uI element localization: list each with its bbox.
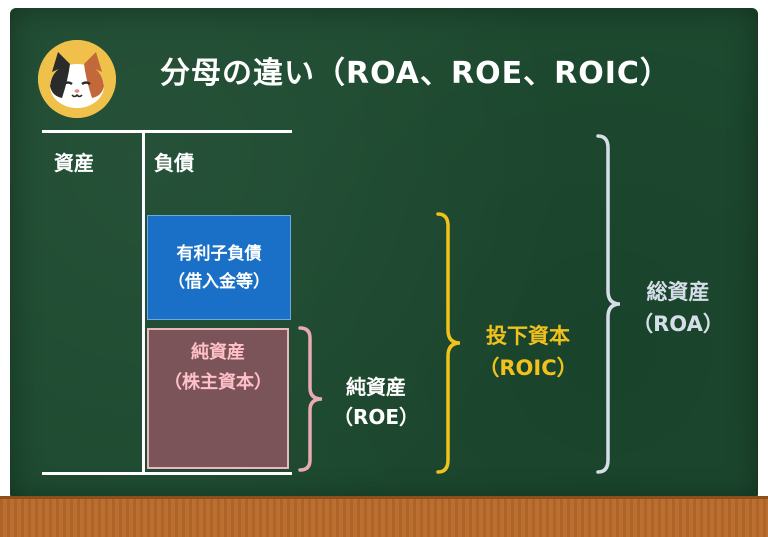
roic-bracket <box>436 212 461 474</box>
debt-box-line1: 有利子負債 <box>176 243 262 264</box>
page-title: 分母の違い（ROA、ROE、ROIC） <box>160 56 671 91</box>
debt-box-line2: （借入金等） <box>168 271 270 292</box>
roa-label-line2: （ROA） <box>632 312 724 336</box>
t-account-top-line <box>42 130 292 133</box>
roe-bracket <box>298 326 323 472</box>
t-account-bottom-line <box>42 472 292 475</box>
roe-label: 純資産 （ROE） <box>316 372 436 432</box>
liabilities-header: 負債 <box>154 151 194 175</box>
equity-box-line1: 純資産 <box>191 342 245 363</box>
roic-label-line2: （ROIC） <box>478 356 578 380</box>
roe-label-line1: 純資産 <box>346 375 406 399</box>
roic-label-line1: 投下資本 <box>486 324 570 348</box>
roe-label-line2: （ROE） <box>332 405 420 429</box>
chalkboard <box>10 8 758 500</box>
roa-bracket <box>596 134 621 474</box>
chalkboard-ledge <box>0 496 768 537</box>
interest-bearing-debt-box: 有利子負債 （借入金等） <box>147 215 291 320</box>
roa-label: 総資産 （ROA） <box>618 276 738 340</box>
equity-box: 純資産 （株主資本） <box>147 328 289 469</box>
equity-box-line2: （株主資本） <box>164 372 272 393</box>
roic-label: 投下資本 （ROIC） <box>458 320 598 384</box>
t-account-center-line <box>142 130 145 474</box>
roa-label-line1: 総資産 <box>646 280 710 304</box>
assets-header: 資産 <box>54 151 94 175</box>
calico-cat-face-icon <box>38 40 116 118</box>
